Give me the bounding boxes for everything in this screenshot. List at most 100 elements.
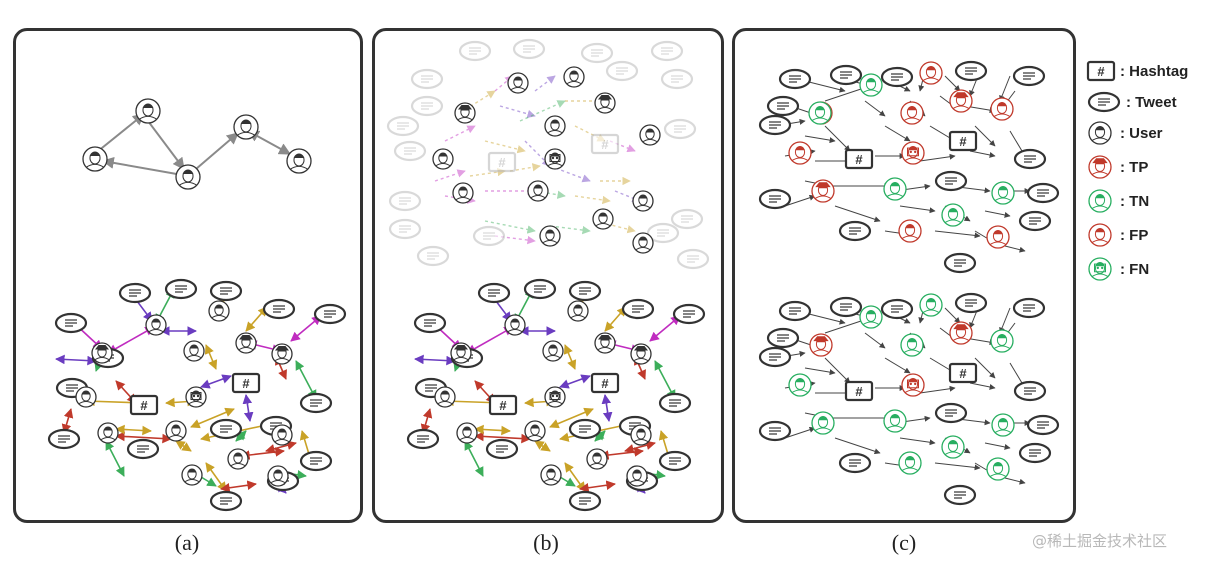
user-icon [185, 386, 207, 408]
tweet-icon [1012, 65, 1046, 87]
tweet-icon [660, 68, 694, 90]
edge [205, 462, 227, 492]
edge [444, 125, 476, 142]
legend-label: : FN [1120, 260, 1150, 278]
edge [974, 357, 996, 379]
user-icon [542, 340, 564, 362]
edge [974, 125, 996, 147]
tweet-icon [386, 115, 420, 137]
true-negative-icon [859, 305, 883, 329]
tweet-icon [1026, 182, 1060, 204]
tweet-icon [1087, 91, 1121, 113]
tweet-icon [126, 438, 160, 460]
user-icon [432, 148, 454, 170]
edge [934, 462, 981, 471]
edge [574, 195, 611, 205]
user-icon [544, 148, 566, 170]
tweet-icon [523, 278, 557, 300]
user-icon [527, 180, 549, 202]
edge [944, 75, 961, 92]
edge [464, 440, 484, 477]
user-icon [630, 424, 652, 446]
edge [594, 430, 606, 442]
tweet-icon [164, 278, 198, 300]
true-positive-icon [1088, 155, 1112, 179]
tweet-icon [580, 42, 614, 64]
legend-item-fn: : FN [1086, 256, 1149, 282]
panel-c: #### [732, 28, 1076, 523]
tweet-icon [416, 245, 450, 267]
tweet-icon [485, 438, 519, 460]
true-negative-icon [808, 101, 832, 125]
tweet-icon [838, 452, 872, 474]
user-icon [639, 124, 661, 146]
edge [466, 326, 514, 354]
tweet-icon [209, 490, 243, 512]
tweet-icon [646, 222, 680, 244]
hashtag-symbol: # [498, 155, 506, 170]
edge [919, 385, 956, 394]
edge [200, 374, 232, 389]
true-positive-icon [898, 219, 922, 243]
edge [534, 440, 551, 452]
edge [195, 132, 239, 170]
tweet-icon [954, 292, 988, 314]
tweet-icon [621, 298, 655, 320]
hashtag-symbol: # [959, 366, 967, 381]
tweet-icon [568, 280, 602, 302]
tweet-icon [766, 95, 800, 117]
edge [220, 480, 257, 493]
legend-label: : FP [1120, 226, 1149, 244]
hashtag-icon: # [844, 148, 874, 170]
user-icon [594, 332, 616, 354]
user-icon [630, 343, 652, 365]
true-negative-icon [941, 435, 965, 459]
hashtag-icon: # [231, 372, 261, 394]
true-positive-icon [990, 97, 1014, 121]
hashtag-icon: # [1086, 60, 1116, 82]
hashtag-symbol: # [601, 376, 609, 391]
edge [919, 153, 956, 162]
edge [784, 194, 816, 207]
tweet-icon [943, 484, 977, 506]
true-negative-icon [986, 457, 1010, 481]
tweet-icon [672, 303, 706, 325]
tweet-icon [209, 280, 243, 302]
edge [474, 431, 531, 444]
hashtag-symbol: # [601, 137, 609, 152]
true-negative-icon [1088, 189, 1112, 213]
tweet-icon [1013, 148, 1047, 170]
user-icon [183, 340, 205, 362]
user-icon [544, 115, 566, 137]
edge [295, 360, 317, 400]
hashtag-icon: # [129, 394, 159, 416]
edge [190, 407, 235, 429]
tweet-icon [47, 428, 81, 450]
tweet-icon [758, 346, 792, 368]
hashtag-icon: # [488, 394, 518, 416]
edge [934, 230, 981, 239]
tweet-icon [54, 312, 88, 334]
user-icon [592, 208, 614, 230]
tweet-icon [758, 114, 792, 136]
legend-item-tweet: : Tweet [1086, 89, 1177, 115]
legend-label: : Hashtag [1120, 62, 1189, 80]
legend-item-tn: : TN [1086, 188, 1149, 214]
tweet-icon [393, 140, 427, 162]
edge [265, 440, 297, 454]
user-icon [434, 386, 456, 408]
user-icon [507, 72, 529, 94]
tweet-icon [778, 300, 812, 322]
user-icon [235, 332, 257, 354]
tweet-icon [410, 68, 444, 90]
edge [549, 225, 591, 235]
edge [147, 120, 185, 170]
tweet-icon [1012, 297, 1046, 319]
tweet-icon [650, 40, 684, 62]
tweet-icon [880, 66, 914, 88]
tweet-icon [943, 252, 977, 274]
edge [969, 150, 996, 158]
true-positive-icon [1088, 155, 1112, 179]
tweet-icon [512, 38, 546, 60]
edge [804, 367, 836, 376]
